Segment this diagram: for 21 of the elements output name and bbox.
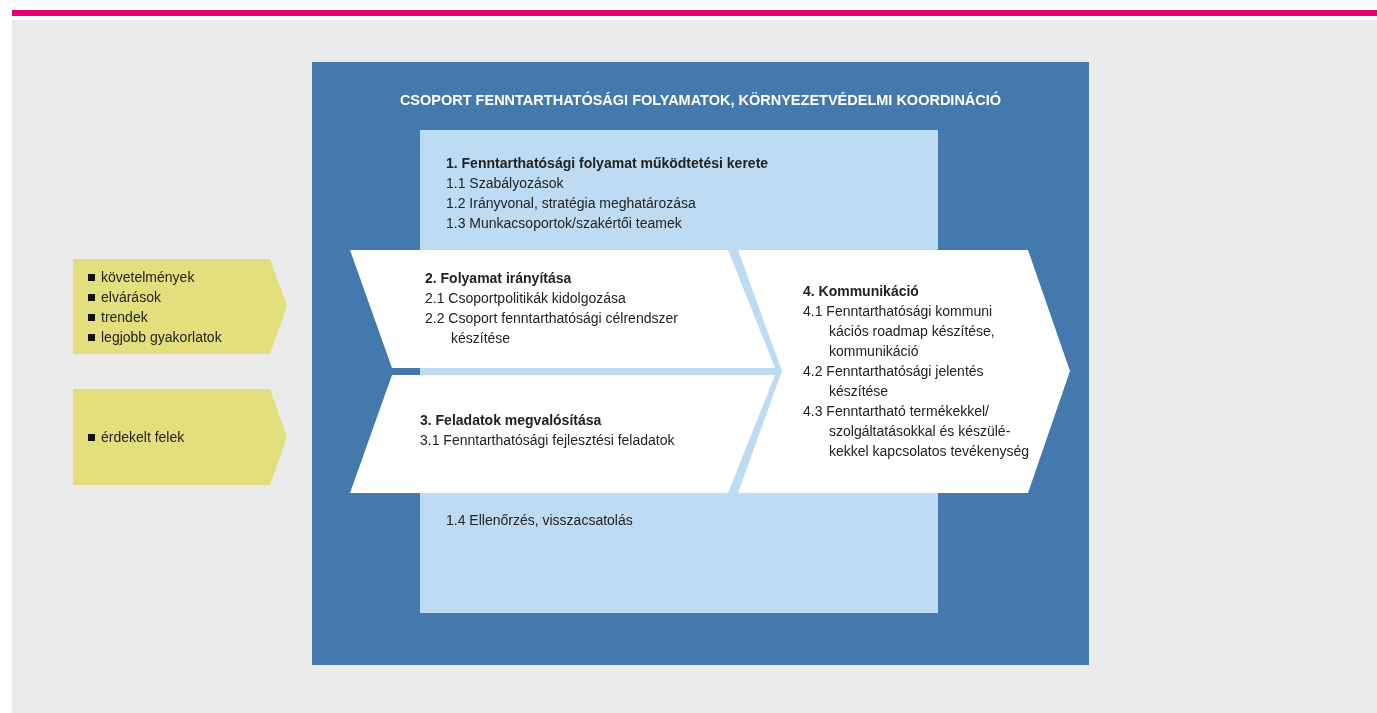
list-item: 2.1 Csoportpolitikák kidolgozása: [425, 289, 627, 308]
list-item: érdekelt felek: [101, 428, 185, 447]
list-item: 4.2 Fenntarthatósági jelentés készítése: [803, 362, 985, 401]
list-item: 4.1 Fenntarthatósági kommuni kációs roadmap készítése, kommunikáció: [803, 302, 996, 361]
list-item: 1.1 Szabályozások: [446, 174, 565, 193]
list-item: 3.1 Fenntarthatósági fejlesztési feladatok: [420, 431, 676, 450]
section-heading: 3. Feladatok megvalósítása: [420, 411, 603, 430]
section-heading: 4. Kommunikáció: [803, 282, 920, 301]
section-heading: 2. Folyamat irányítása: [425, 269, 573, 288]
list-item: 1.2 Irányvonal, stratégia meghatározása: [446, 194, 697, 213]
list-item: 2.2 Csoport fenntarthatósági célrendszer készítése: [425, 309, 679, 348]
list-item: elvárások: [101, 288, 161, 307]
list-item: 1.3 Munkacsoportok/szakértői teamek: [446, 214, 683, 233]
panel-title: CSOPORT FENNTARTHATÓSÁGI FOLYAMATOK, KÖRNYEZETVÉDELMI KOORDINÁCIÓ: [398, 90, 1003, 110]
list-item: 1.4 Ellenőrzés, visszacsatolás: [446, 511, 634, 530]
section-heading: 1. Fenntarthatósági folyamat működtetési kerete: [446, 154, 770, 173]
list-item: legjobb gyakorlatok: [101, 328, 222, 347]
list-item: követelmények: [101, 268, 195, 287]
list-item: trendek: [101, 308, 148, 327]
list-item: 4.3 Fenntartható termékekkel/ szolgáltatásokkal és készülé- kekkel kapcsolatos tevékenység: [803, 402, 1030, 461]
outer-panel: [312, 62, 1089, 665]
